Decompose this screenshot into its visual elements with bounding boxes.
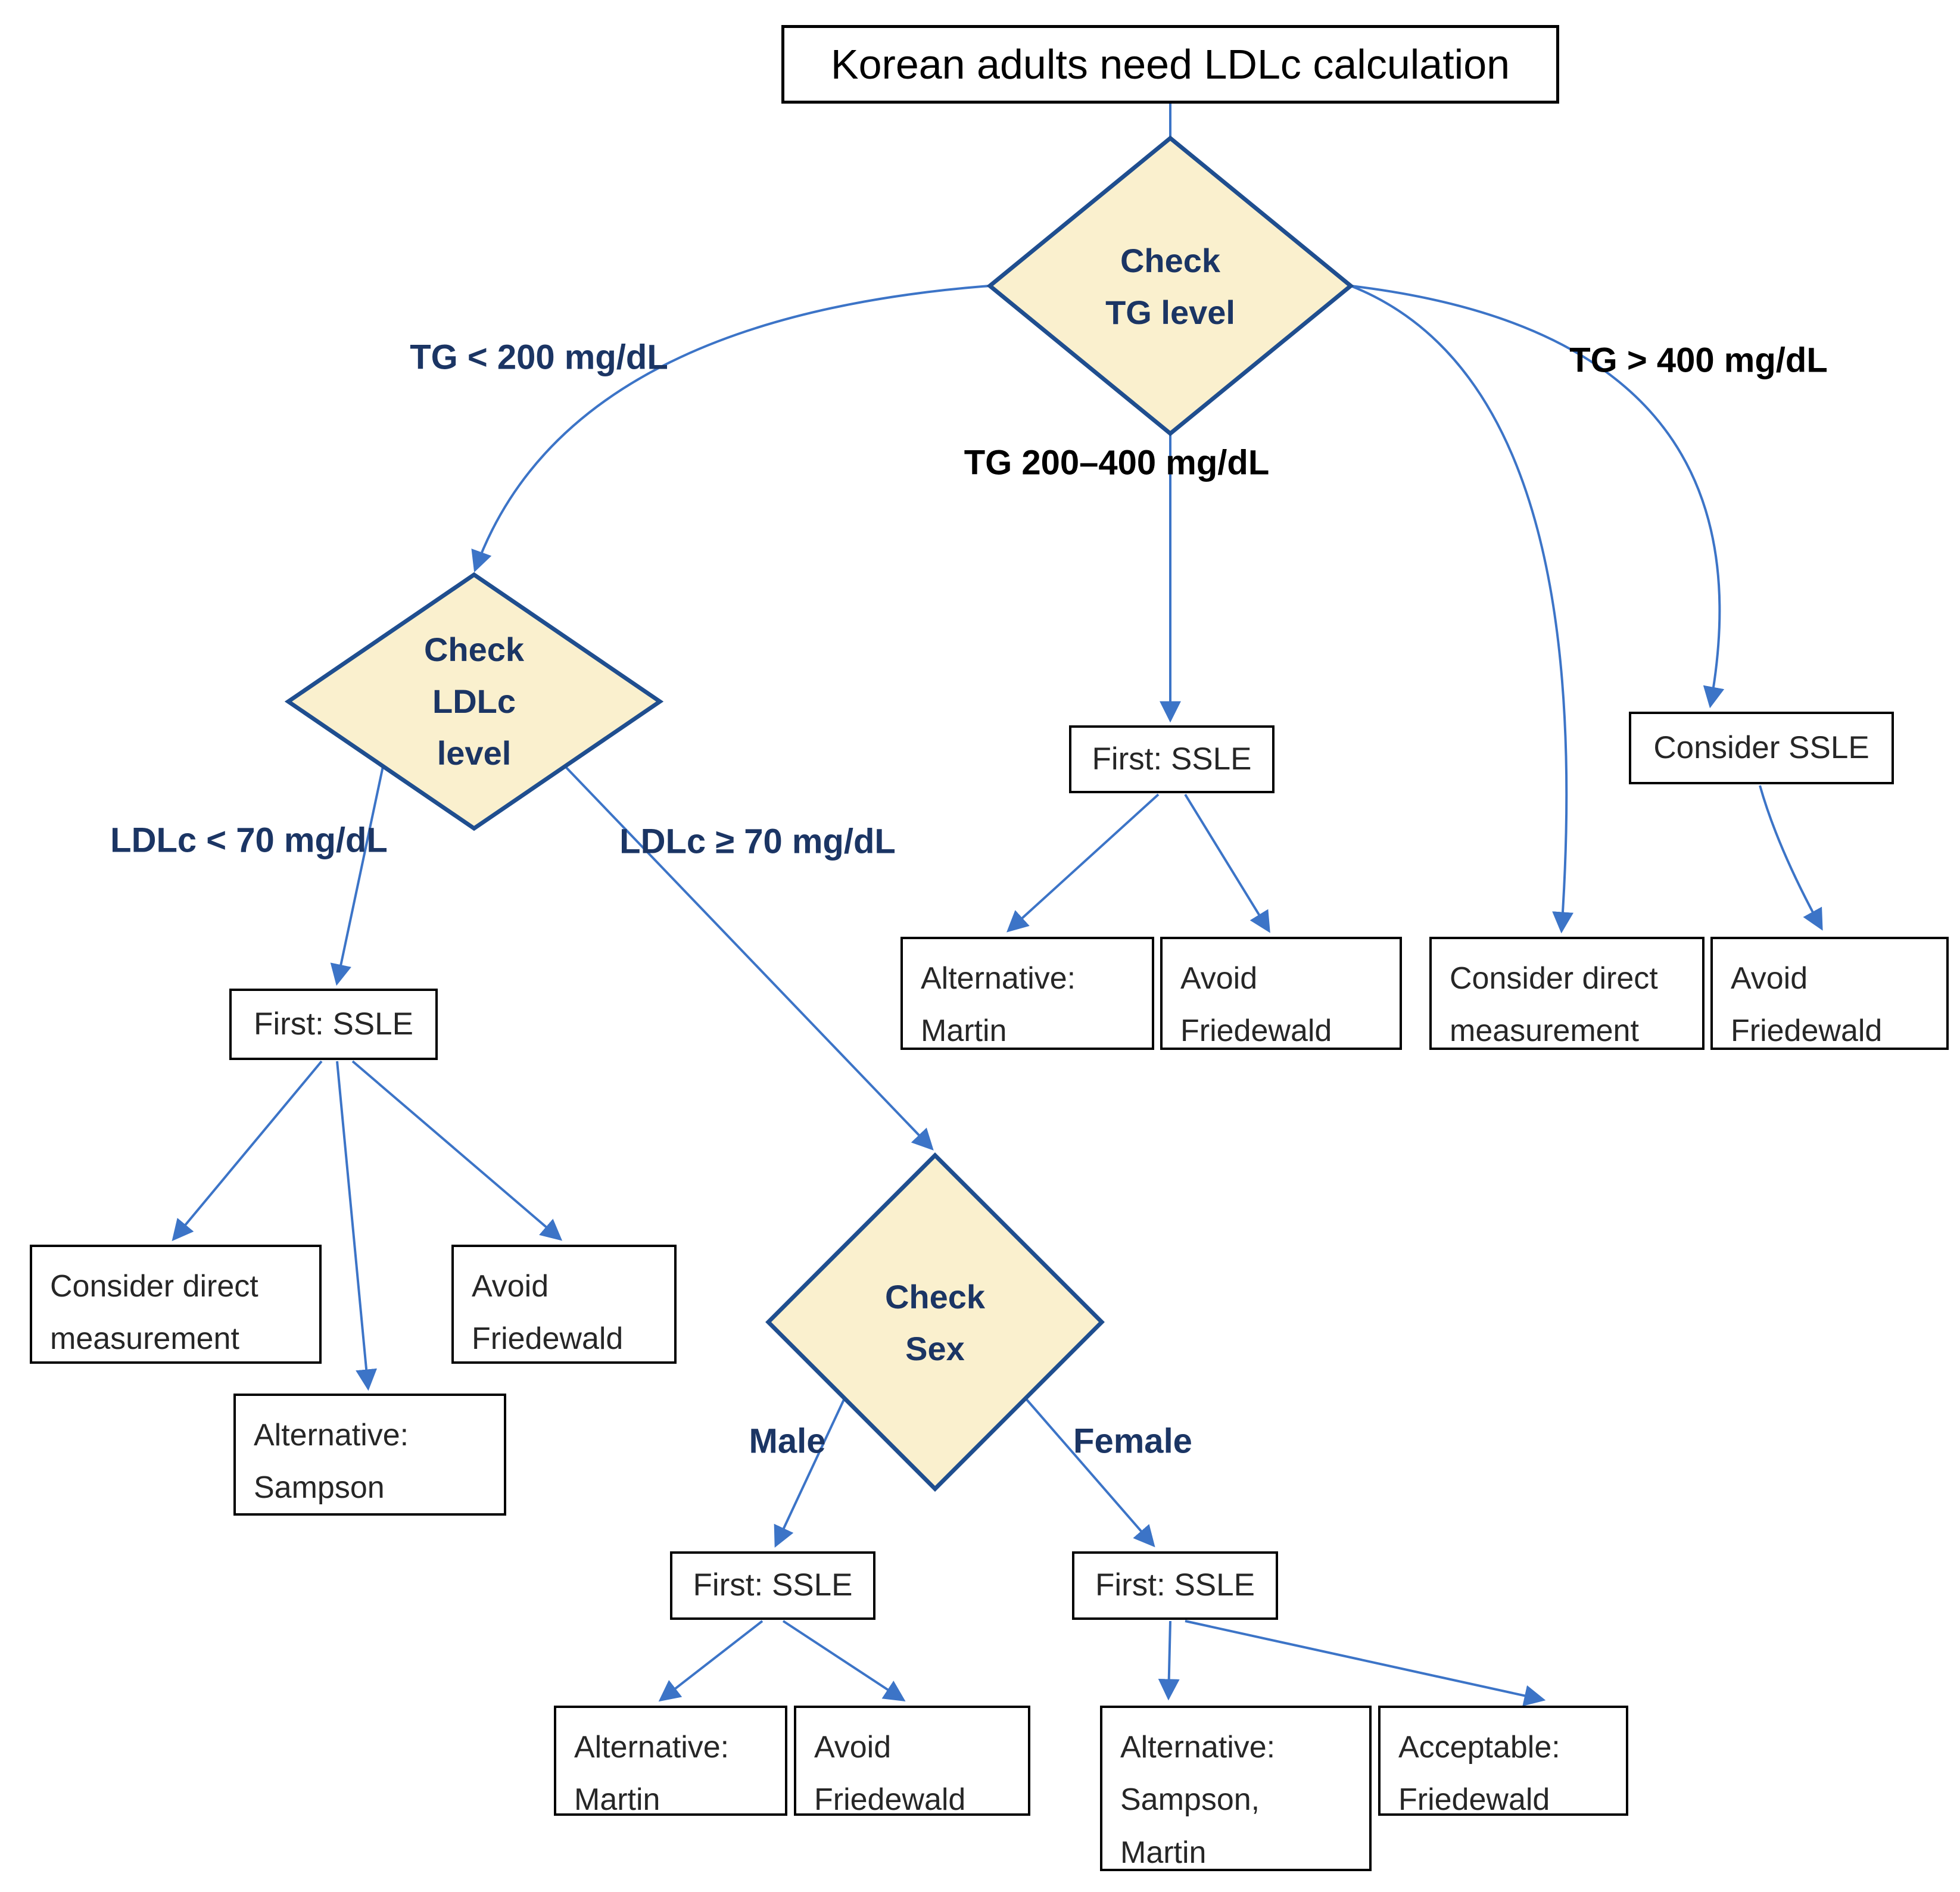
- decision-diamond-ldlc: [284, 572, 664, 831]
- decision-diamond-sex: [765, 1152, 1105, 1492]
- branch-label-female: Female: [1073, 1422, 1192, 1461]
- node-consider-direct-left: Consider direct measurement: [30, 1245, 322, 1364]
- node-alt-martin-mid: Alternative: Martin: [900, 937, 1154, 1050]
- branch-label-ldlc-ge-70: LDLc ≥ 70 mg/dL: [619, 822, 896, 861]
- node-alt-martin-bottom: Alternative: Martin: [554, 1706, 787, 1817]
- node-left-first-ssle: First: SSLE: [229, 989, 438, 1060]
- edge-tg-to-consider-ssle: [1350, 285, 1725, 709]
- node-alt-sampson-left: Alternative: Sampson: [233, 1394, 506, 1516]
- node-avoid-friedewald-mid: Avoid Friedewald: [1160, 937, 1402, 1050]
- edge-ldlc-to-sex: [564, 765, 934, 1151]
- node-mid-first-ssle: First: SSLE: [1069, 725, 1275, 793]
- title-text: Korean adults need LDLc calculation: [830, 41, 1510, 88]
- sex-decision-label: Check Sex: [884, 1278, 986, 1367]
- branch-label-male: Male: [749, 1422, 826, 1461]
- ldlc-decision-label: Check LDLc level: [423, 630, 525, 772]
- node-male-first-ssle: First: SSLE: [670, 1551, 875, 1620]
- node-consider-ssle: Consider SSLE: [1629, 712, 1894, 784]
- tg-decision-label: Check TG level: [1105, 242, 1235, 331]
- edge-male-first-ssle-to-alt-martin: [658, 1620, 764, 1702]
- edge-left-first-ssle-to-consider-direct: [172, 1060, 323, 1242]
- decision-diamond-tg: [986, 135, 1354, 437]
- node-consider-direct-right: Consider direct measurement: [1429, 937, 1705, 1050]
- branch-label-tg-gt-400: TG > 400 mg/dL: [1569, 341, 1828, 380]
- edge-mid-first-ssle-to-alt-martin: [1007, 793, 1160, 933]
- edge-sex-to-male-first-ssle: [774, 1398, 846, 1548]
- edge-mid-first-ssle-to-avoid-friedewald: [1184, 793, 1270, 933]
- edge-tg-to-consider-direct-right: [1350, 285, 1574, 934]
- node-avoid-friedewald-bottom: Avoid Friedewald: [794, 1706, 1030, 1817]
- node-avoid-friedewald-left: Avoid Friedewald: [451, 1245, 677, 1364]
- edge-female-first-ssle-to-acceptable-friedewald: [1185, 1620, 1546, 1707]
- node-acceptable-friedewald-bottom: Acceptable: Friedewald: [1378, 1706, 1628, 1817]
- start-node-title: Korean adults need LDLc calculation: [781, 25, 1559, 104]
- branch-label-ldlc-lt-70: LDLc < 70 mg/dL: [110, 821, 388, 860]
- node-avoid-friedewald-right: Avoid Friedewald: [1710, 937, 1949, 1050]
- edge-female-first-ssle-to-alt-sampson-martin: [1158, 1620, 1180, 1701]
- node-alt-sampson-martin-bottom: Alternative: Sampson, Martin: [1100, 1706, 1372, 1871]
- edge-male-first-ssle-to-avoid-friedewald: [782, 1620, 906, 1701]
- edge-left-first-ssle-to-avoid-friedewald: [351, 1060, 563, 1241]
- branch-label-tg-lt-200: TG < 200 mg/dL: [410, 338, 668, 377]
- edge-consider-ssle-to-avoid-friedewald-right: [1759, 785, 1823, 931]
- edge-left-first-ssle-to-alt-sampson: [336, 1061, 378, 1391]
- edge-ldlc-to-left-first-ssle: [330, 766, 384, 986]
- edge-tg-to-ldlc: [471, 285, 990, 573]
- node-female-first-ssle: First: SSLE: [1072, 1551, 1278, 1620]
- edge-sex-to-female-first-ssle: [1024, 1397, 1155, 1548]
- branch-label-tg-200-400: TG 200–400 mg/dL: [964, 443, 1270, 482]
